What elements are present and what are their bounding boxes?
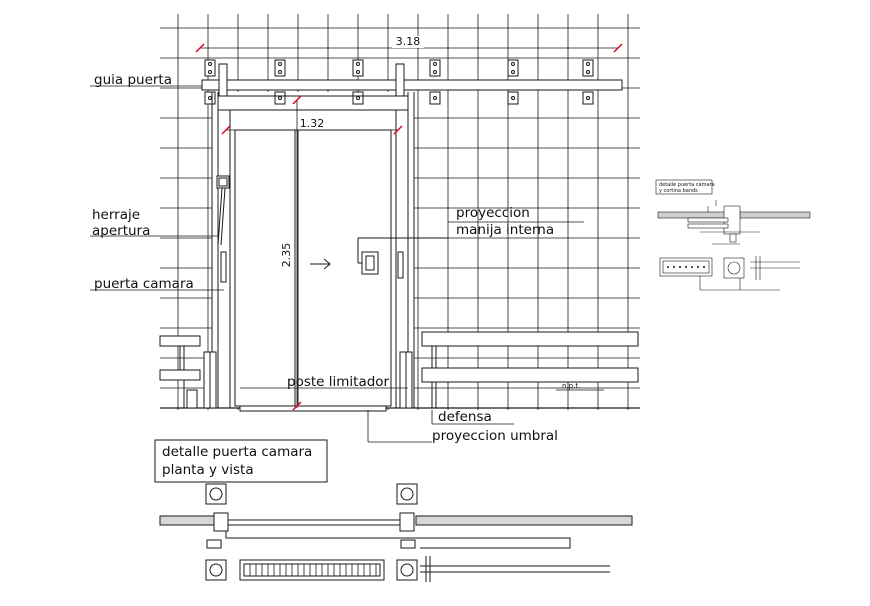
title-line-2: planta y vista (162, 462, 254, 478)
dimension-overall-width: 3.18 (396, 35, 421, 48)
frame-right-background (396, 92, 414, 410)
handle-projection (357, 237, 448, 279)
dimension-ticks (195, 43, 623, 411)
mini-detail: detalle puerta camara y cortina bands (655, 179, 811, 291)
title-block: detalle puerta camara planta y vista (154, 439, 328, 483)
mini-detail-title-1: detalle puerta camara (659, 182, 715, 188)
leader-lines (90, 85, 604, 443)
label-manija-interna: manija interna (456, 222, 554, 238)
wall-left-hatched (159, 515, 215, 526)
opening-direction-arrow (310, 258, 331, 270)
title-line-1: detalle puerta camara (162, 444, 312, 460)
dimension-door-height: 2.35 (280, 243, 293, 268)
label-defensa: defensa (438, 409, 492, 425)
mini-detail-title-2: y cortina bands (659, 188, 698, 194)
limiter-posts (186, 351, 413, 409)
guide-rail (201, 59, 623, 105)
label-proyeccion: proyeccion (456, 205, 530, 221)
label-poste-limitador: poste limitador (287, 374, 390, 390)
frame-left-background (212, 92, 230, 410)
wall-right-hatched (415, 515, 633, 526)
bumpers (159, 331, 639, 408)
label-npt: n.p.t. (562, 382, 580, 390)
label-herraje: herraje (92, 207, 140, 223)
label-proyeccion-umbral: proyeccion umbral (432, 428, 558, 444)
plan-view (159, 483, 633, 582)
label-apertura: apertura (92, 223, 150, 239)
dimension-door-width: 1.32 (300, 117, 325, 130)
threshold-grate-bars (249, 564, 377, 576)
label-guia-puerta: guia puerta (94, 72, 172, 88)
opening-hardware (216, 175, 230, 283)
label-puerta-camara: puerta camara (94, 276, 194, 292)
